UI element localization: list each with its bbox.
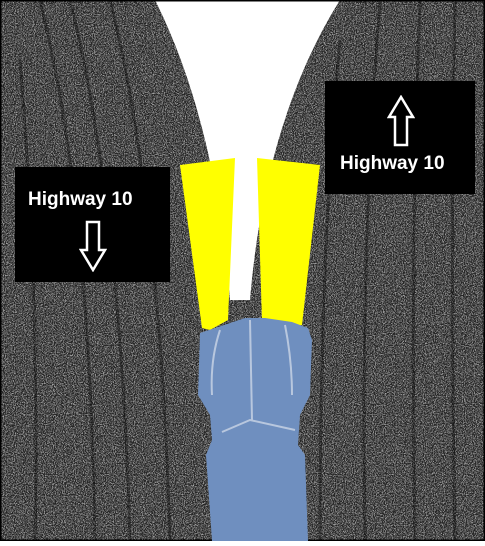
highway-label-southbound: Highway 10 bbox=[15, 167, 170, 282]
highway-label-northbound: Highway 10 bbox=[325, 81, 475, 194]
arrow-up-icon bbox=[387, 95, 415, 147]
highway-label-text-right: Highway 10 bbox=[340, 153, 445, 175]
arrow-down-icon bbox=[79, 220, 107, 272]
highway-label-text-left: Highway 10 bbox=[28, 189, 133, 211]
